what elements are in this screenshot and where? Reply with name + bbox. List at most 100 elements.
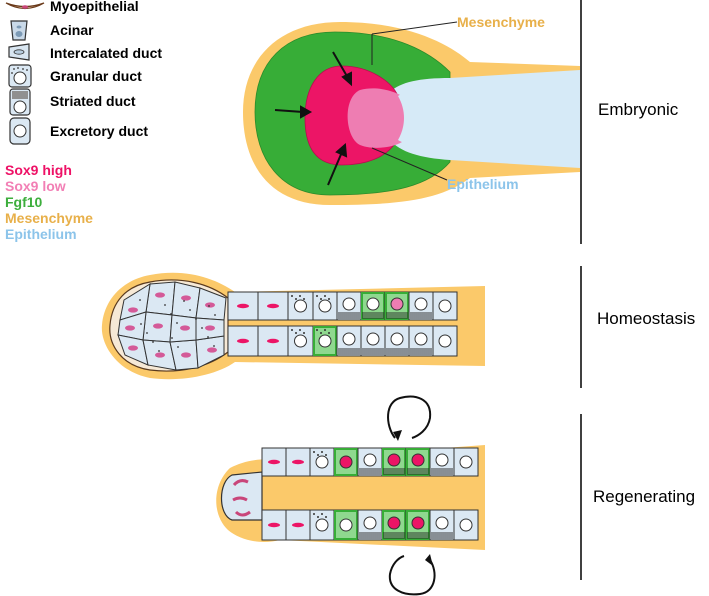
stage-label-regenerating: Regenerating	[593, 487, 695, 506]
nucleus	[339, 518, 353, 532]
granule	[316, 295, 318, 297]
granule	[328, 332, 330, 334]
fgf10-cell	[334, 448, 358, 476]
acinar-nucleus	[181, 352, 191, 358]
nucleus	[294, 334, 307, 348]
legend-granular-duct: Granular duct	[50, 68, 142, 84]
granule	[295, 332, 297, 334]
key-sox9-high: Sox9 high	[5, 162, 72, 178]
acinar-nucleus	[155, 292, 165, 298]
self-renewal-arrow-bottom	[388, 555, 436, 596]
nucleus	[363, 516, 377, 530]
nucleus	[315, 518, 329, 532]
key-mesenchyme: Mesenchyme	[5, 210, 93, 226]
nucleus	[390, 332, 404, 346]
intercalated-nucleus	[237, 338, 249, 344]
nucleus	[294, 299, 307, 313]
stage-label-embryonic: Embryonic	[598, 100, 679, 119]
granule	[316, 329, 318, 331]
secretory-granule	[195, 318, 197, 320]
nucleus	[339, 455, 353, 469]
granule	[328, 298, 330, 300]
granule	[325, 454, 327, 456]
legend-intercalated-duct: Intercalated duct	[50, 45, 162, 61]
key-sox9-low: Sox9 low	[5, 178, 66, 194]
granule	[320, 298, 322, 300]
nucleus	[318, 334, 332, 348]
intercalated-nucleus	[237, 303, 249, 309]
nucleus	[342, 332, 356, 346]
nucleus	[459, 455, 473, 469]
nucleus	[435, 516, 449, 530]
embryonic-diagram: Mesenchyme Epithelium	[243, 14, 580, 205]
secretory-granule	[171, 337, 173, 339]
nucleus	[438, 334, 452, 348]
secretory-granule	[214, 314, 216, 316]
key-fgf10: Fgf10	[5, 194, 43, 210]
nucleus	[366, 297, 380, 311]
secretory-granule	[164, 304, 166, 306]
nucleus	[459, 518, 473, 532]
acinar-nucleus	[125, 325, 135, 331]
fgf10-cell	[334, 510, 358, 540]
secretory-granule	[183, 300, 185, 302]
myoepithelial-icon	[5, 2, 45, 10]
key-epithelium: Epithelium	[5, 226, 77, 242]
secretory-granule	[176, 322, 178, 324]
secretory-granule	[158, 350, 160, 352]
intercalated-nucleus	[292, 522, 304, 528]
nucleus	[414, 332, 428, 346]
signal-arrows	[274, 51, 352, 186]
secretory-granule	[189, 309, 191, 311]
granule	[295, 298, 297, 300]
legend-acinar: Acinar	[50, 22, 94, 38]
homeostasis-diagram	[101, 272, 485, 380]
acinar-cell	[145, 281, 176, 316]
acinar-nucleus	[180, 325, 190, 331]
label-mesenchyme: Mesenchyme	[457, 14, 545, 30]
secretory-granule	[177, 346, 179, 348]
acinar-nucleus	[155, 352, 165, 358]
nucleus	[435, 453, 449, 467]
nucleus	[315, 455, 329, 469]
intercalated-duct-icon	[8, 43, 30, 61]
secretory-granule	[201, 327, 203, 329]
granule	[303, 298, 305, 300]
fgf10-cell	[313, 326, 337, 356]
nucleus	[363, 453, 377, 467]
granular-duct-icon	[8, 64, 32, 88]
intercalated-nucleus	[267, 338, 279, 344]
secretory-granule	[152, 341, 154, 343]
nucleus	[411, 516, 425, 530]
acinar-nucleus	[207, 347, 217, 353]
intercalated-nucleus	[268, 459, 280, 465]
acinar-icon	[10, 20, 28, 41]
acinar-nucleus	[128, 345, 138, 351]
nucleus	[387, 516, 401, 530]
secretory-granule	[207, 336, 209, 338]
granule	[303, 332, 305, 334]
secretory-granule	[146, 332, 148, 334]
secretory-granule	[139, 299, 141, 301]
nucleus	[387, 453, 401, 467]
legend-myoepithelial: Myoepithelial	[50, 0, 139, 14]
color-key: Sox9 high Sox9 low Fgf10 Mesenchyme Epit…	[5, 162, 93, 242]
granule	[321, 451, 323, 453]
granule	[299, 295, 301, 297]
secretory-granule	[208, 305, 210, 307]
granule	[320, 332, 322, 334]
striated-duct-icon	[9, 88, 31, 116]
granule	[313, 451, 315, 453]
granule	[317, 516, 319, 518]
intercalated-nucleus	[268, 522, 280, 528]
nucleus	[318, 299, 332, 313]
secretory-granule	[170, 313, 172, 315]
granule	[299, 329, 301, 331]
acinar-nucleus	[205, 302, 215, 308]
nucleus	[390, 297, 404, 311]
granule	[325, 516, 327, 518]
excretory-duct-icon	[9, 117, 31, 145]
granule	[317, 454, 319, 456]
nucleus	[414, 297, 428, 311]
